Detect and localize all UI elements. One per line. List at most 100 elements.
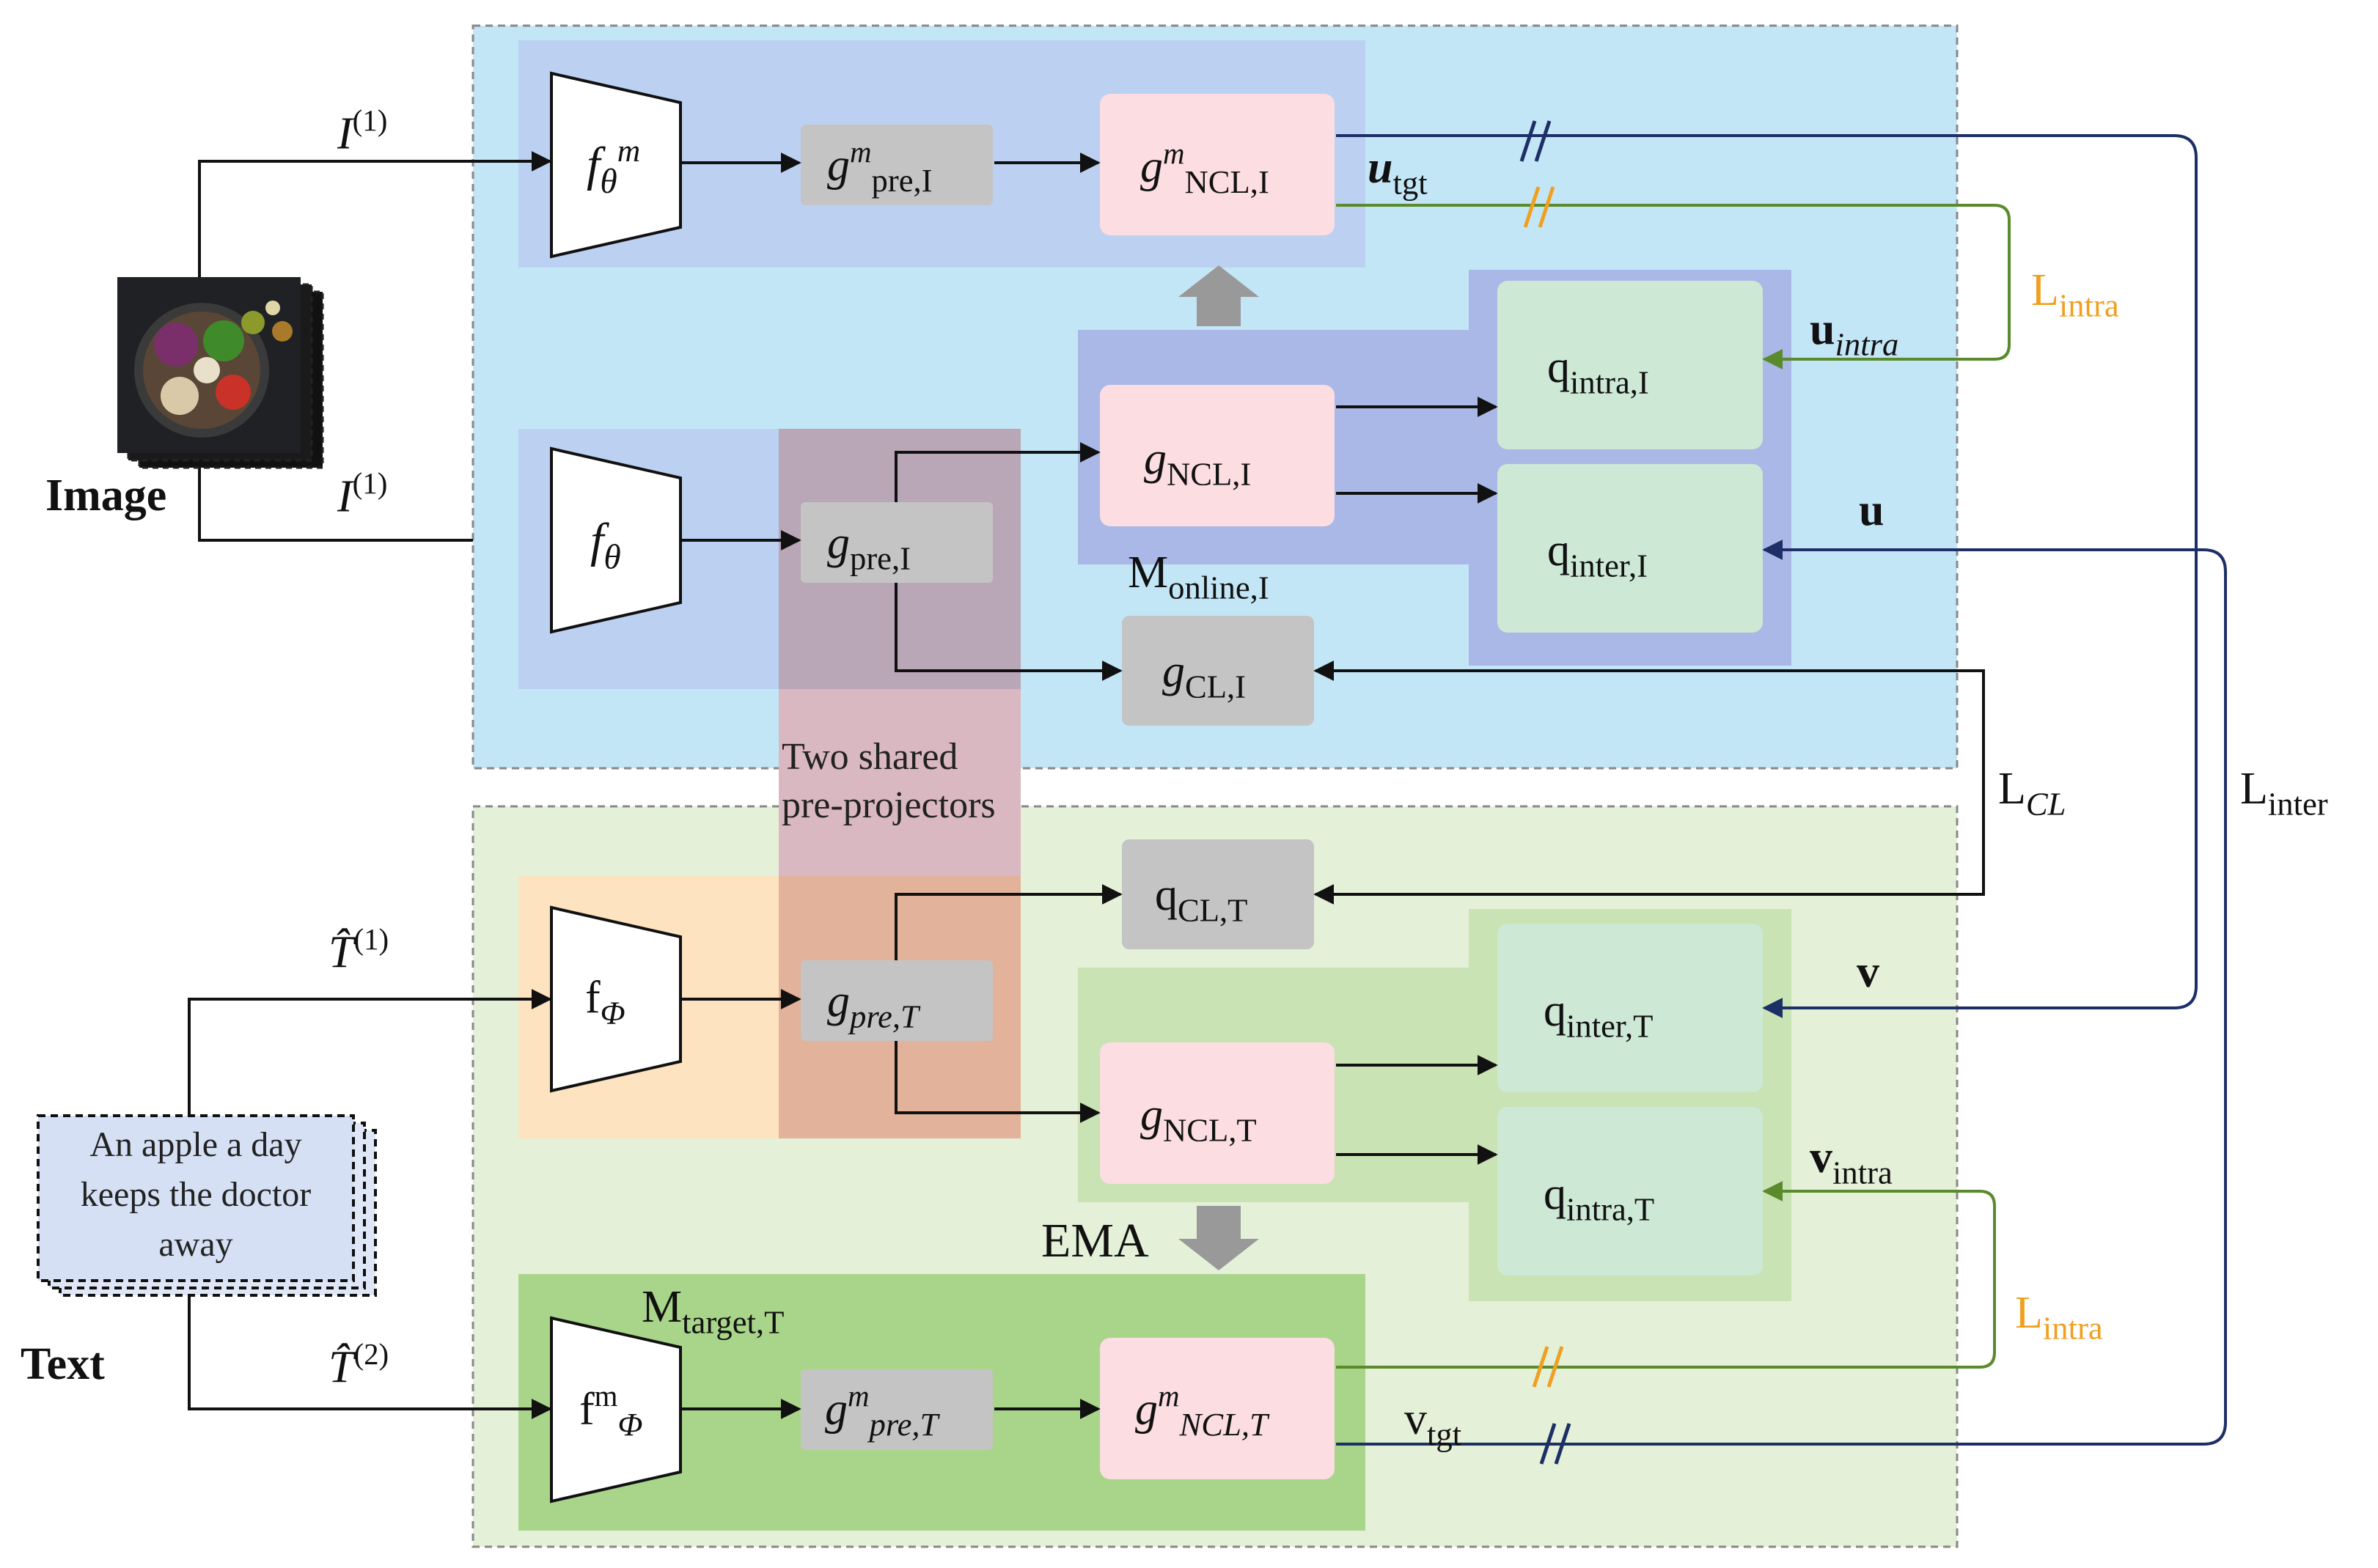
text-q-intra-block xyxy=(1497,1107,1763,1276)
stopgrad-intra-top-1 xyxy=(1523,186,1541,228)
image-q-inter-block xyxy=(1497,464,1763,633)
text-q-inter-sub: inter,T xyxy=(1566,1007,1654,1045)
text-pre-momentum-label: gmpre,T xyxy=(825,1380,939,1443)
target-model-main: M xyxy=(642,1282,683,1332)
text-pre-momentum-sup: m xyxy=(848,1380,870,1413)
text-sample-line-3: away xyxy=(158,1225,233,1264)
edge-text-to-online xyxy=(188,989,552,1122)
shared-pre-projectors-note: Two shared pre-projectors xyxy=(782,733,996,830)
image-q-intra-main: q xyxy=(1547,342,1570,392)
image-q-inter-sub: inter,I xyxy=(1570,547,1648,584)
text-online-encoder-label: fΦ xyxy=(585,975,625,1029)
text-ncl-momentum-label: gmNCL,T xyxy=(1135,1380,1268,1443)
edge-tgpre-to-tgncl xyxy=(895,1041,1101,1123)
image-momentum-encoder-sup: m xyxy=(617,133,641,169)
text-sample-card xyxy=(37,1114,377,1297)
loss-cl-sub: CL xyxy=(2025,785,2066,822)
text-q-inter-label: qinter,T xyxy=(1544,988,1653,1042)
image-online-encoder-main: f xyxy=(590,514,604,567)
image-ncl-momentum-main: g xyxy=(1140,141,1163,192)
text-pre-online-label: gpre,T xyxy=(827,979,919,1033)
u-intra-sub: intra xyxy=(1835,325,1899,363)
image-pre-momentum-label: gmpre,I xyxy=(827,136,933,197)
image-momentum-encoder-main: f xyxy=(587,138,601,192)
text-online-encoder-sub: Φ xyxy=(600,994,625,1031)
text-online-encoder xyxy=(550,905,682,1093)
text-ncl-momentum-sup: m xyxy=(1158,1380,1180,1413)
text-ncl-online-sub: NCL,T xyxy=(1163,1111,1257,1149)
image-view-1-main: I xyxy=(337,108,353,159)
ema-label: EMA xyxy=(1041,1214,1149,1267)
text-pre-momentum-sub: pre,T xyxy=(869,1406,939,1443)
image-cl-sub: CL,I xyxy=(1185,668,1247,705)
stopgrad-intra-bot-1 xyxy=(1532,1346,1549,1388)
edge-intra-loss-text xyxy=(1336,1181,1996,1369)
loss-intra-top-label: Lintra xyxy=(2031,268,2119,322)
loss-intra-top-main: L xyxy=(2031,265,2059,315)
text-ncl-momentum-block xyxy=(1100,1338,1335,1479)
image-pre-momentum-main: g xyxy=(827,140,850,191)
online-model-sub: online,I xyxy=(1168,569,1269,606)
ema-arrow-text xyxy=(1178,1206,1259,1270)
v-tgt-label: vtgt xyxy=(1404,1396,1461,1451)
loss-cl-main: L xyxy=(1998,764,2026,814)
text-ncl-online-main: g xyxy=(1140,1090,1163,1140)
loss-intra-bottom-label: Lintra xyxy=(2015,1290,2103,1344)
image-q-inter-label: qinter,I xyxy=(1547,528,1648,582)
image-view-2-label: I(1) xyxy=(337,467,388,522)
edge-inter-loss-v xyxy=(1336,540,2227,1446)
text-view-1-label: T̂(1) xyxy=(329,923,389,976)
text-q-intra-main: q xyxy=(1544,1169,1566,1219)
text-pre-momentum-block xyxy=(801,1369,993,1450)
text-q-intra-label: qintra,T xyxy=(1544,1171,1654,1226)
image-ncl-momentum-sub: NCL,I xyxy=(1184,163,1269,201)
image-ncl-momentum-sup: m xyxy=(1163,137,1185,170)
image-online-encoder-label: fθ xyxy=(590,517,621,575)
shared-pre-middle xyxy=(779,689,1021,876)
text-ncl-online-label: gNCL,T xyxy=(1140,1092,1257,1146)
u-tgt-sub: tgt xyxy=(1392,164,1428,202)
v-intra-label: vintra xyxy=(1810,1135,1893,1189)
text-view-2-label: T̂(2) xyxy=(329,1339,389,1391)
image-ncl-momentum-label: gmNCL,I xyxy=(1140,139,1269,199)
stopgrad-u-tgt-2 xyxy=(1534,120,1552,162)
image-q-intra-label: qintra,I xyxy=(1547,345,1649,399)
u-label: u xyxy=(1859,485,1885,535)
loss-inter-sub: inter xyxy=(2267,785,2328,822)
image-input-label: Image xyxy=(45,471,167,520)
loss-cl-label: LCL xyxy=(1998,766,2066,820)
image-view-1-label: I(1) xyxy=(337,106,387,157)
text-pre-momentum-main: g xyxy=(825,1384,848,1435)
text-sample-content: An apple a day keeps the doctor away xyxy=(38,1120,353,1270)
u-tgt-main: u xyxy=(1368,143,1393,193)
v-intra-main: v xyxy=(1810,1133,1832,1182)
text-momentum-encoder-main: f xyxy=(579,1384,595,1435)
online-model-main: M xyxy=(1128,548,1169,597)
image-pre-online-label: gpre,I xyxy=(827,520,911,575)
image-view-2-sup: (1) xyxy=(352,467,388,500)
edge-text-to-momentum xyxy=(188,1272,552,1419)
edge-image-to-momentum xyxy=(198,151,552,277)
text-ncl-momentum-sub: NCL,T xyxy=(1179,1406,1268,1443)
image-cl-label: gCL,I xyxy=(1162,649,1246,703)
text-q-cl-sub: CL,T xyxy=(1178,891,1248,929)
stopgrad-u-tgt-1 xyxy=(1519,120,1537,162)
v-tgt-main: v xyxy=(1404,1394,1427,1444)
image-ncl-online-label: gNCL,I xyxy=(1144,436,1251,490)
image-ncl-online-main: g xyxy=(1144,434,1167,484)
image-view-2-main: I xyxy=(337,471,353,522)
image-ncl-momentum-block xyxy=(1100,94,1335,235)
image-view-1-sup: (1) xyxy=(352,104,388,137)
text-q-intra-sub: intra,T xyxy=(1566,1190,1655,1228)
target-model-label: Mtarget,T xyxy=(642,1284,784,1339)
image-pre-momentum-sup: m xyxy=(850,136,872,169)
text-q-inter-block xyxy=(1497,924,1763,1092)
image-pre-online-block xyxy=(801,502,993,583)
image-cl-main: g xyxy=(1162,647,1185,696)
text-view-1-sup: (1) xyxy=(353,923,389,956)
image-momentum-encoder-sub: θ xyxy=(600,162,617,201)
shared-note-line-1: Two shared xyxy=(782,736,958,778)
online-model-label: Monline,I xyxy=(1128,550,1269,604)
u-intra-main: u xyxy=(1810,304,1835,354)
u-tgt-label: utgt xyxy=(1368,145,1428,199)
